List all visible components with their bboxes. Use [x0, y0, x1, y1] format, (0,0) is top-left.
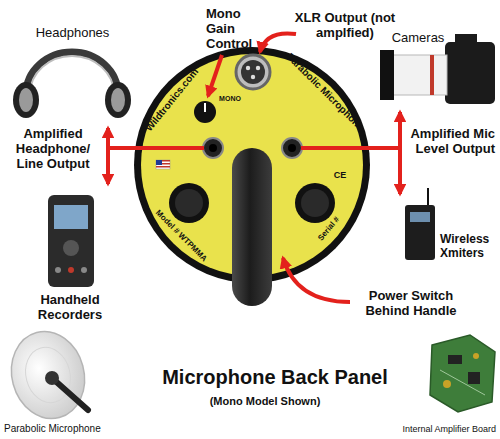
back-panel: Wildtronics.com Parabolic MicrophoneMONO C… — [134, 47, 370, 283]
device-label: Cameras — [378, 30, 458, 45]
board-picture — [430, 335, 495, 412]
diagram-caption: (Mono Model Shown) — [140, 395, 390, 408]
recorder-picture — [48, 195, 94, 287]
panel-picture — [134, 47, 370, 306]
dish-picture — [2, 323, 94, 427]
device-label: Headphones — [30, 25, 115, 40]
picture-caption: Internal Amplifier Board — [360, 424, 496, 435]
panel-text: Model # WTPMMA — [154, 209, 208, 263]
callout-label: Mono Gain Control — [206, 6, 264, 51]
picture-caption: Parabolic Microphone — [4, 423, 116, 435]
output-label: Amplified Mic Level Output — [405, 126, 495, 156]
panel-text: Serial # — [317, 216, 341, 243]
device-label: Handheld Recorders — [20, 292, 120, 322]
device-label: Wireless Xmiters — [440, 232, 497, 260]
callout-label: Power Switch Behind Handle — [352, 288, 470, 318]
headphones-picture — [13, 52, 131, 118]
panel-text: MONO — [219, 95, 241, 102]
output-label: Amplified Headphone/ Line Output — [6, 126, 100, 171]
panel-text: CE — [334, 171, 347, 180]
panel-text: Wildtronics.com — [144, 67, 201, 134]
red-arrows — [108, 33, 400, 302]
panel-text: Parabolic Microphone — [285, 52, 366, 133]
callout-label: XLR Output (not amplfied) — [292, 10, 398, 40]
diagram-title: Microphone Back Panel — [140, 366, 410, 389]
transmitter-picture — [405, 188, 435, 260]
